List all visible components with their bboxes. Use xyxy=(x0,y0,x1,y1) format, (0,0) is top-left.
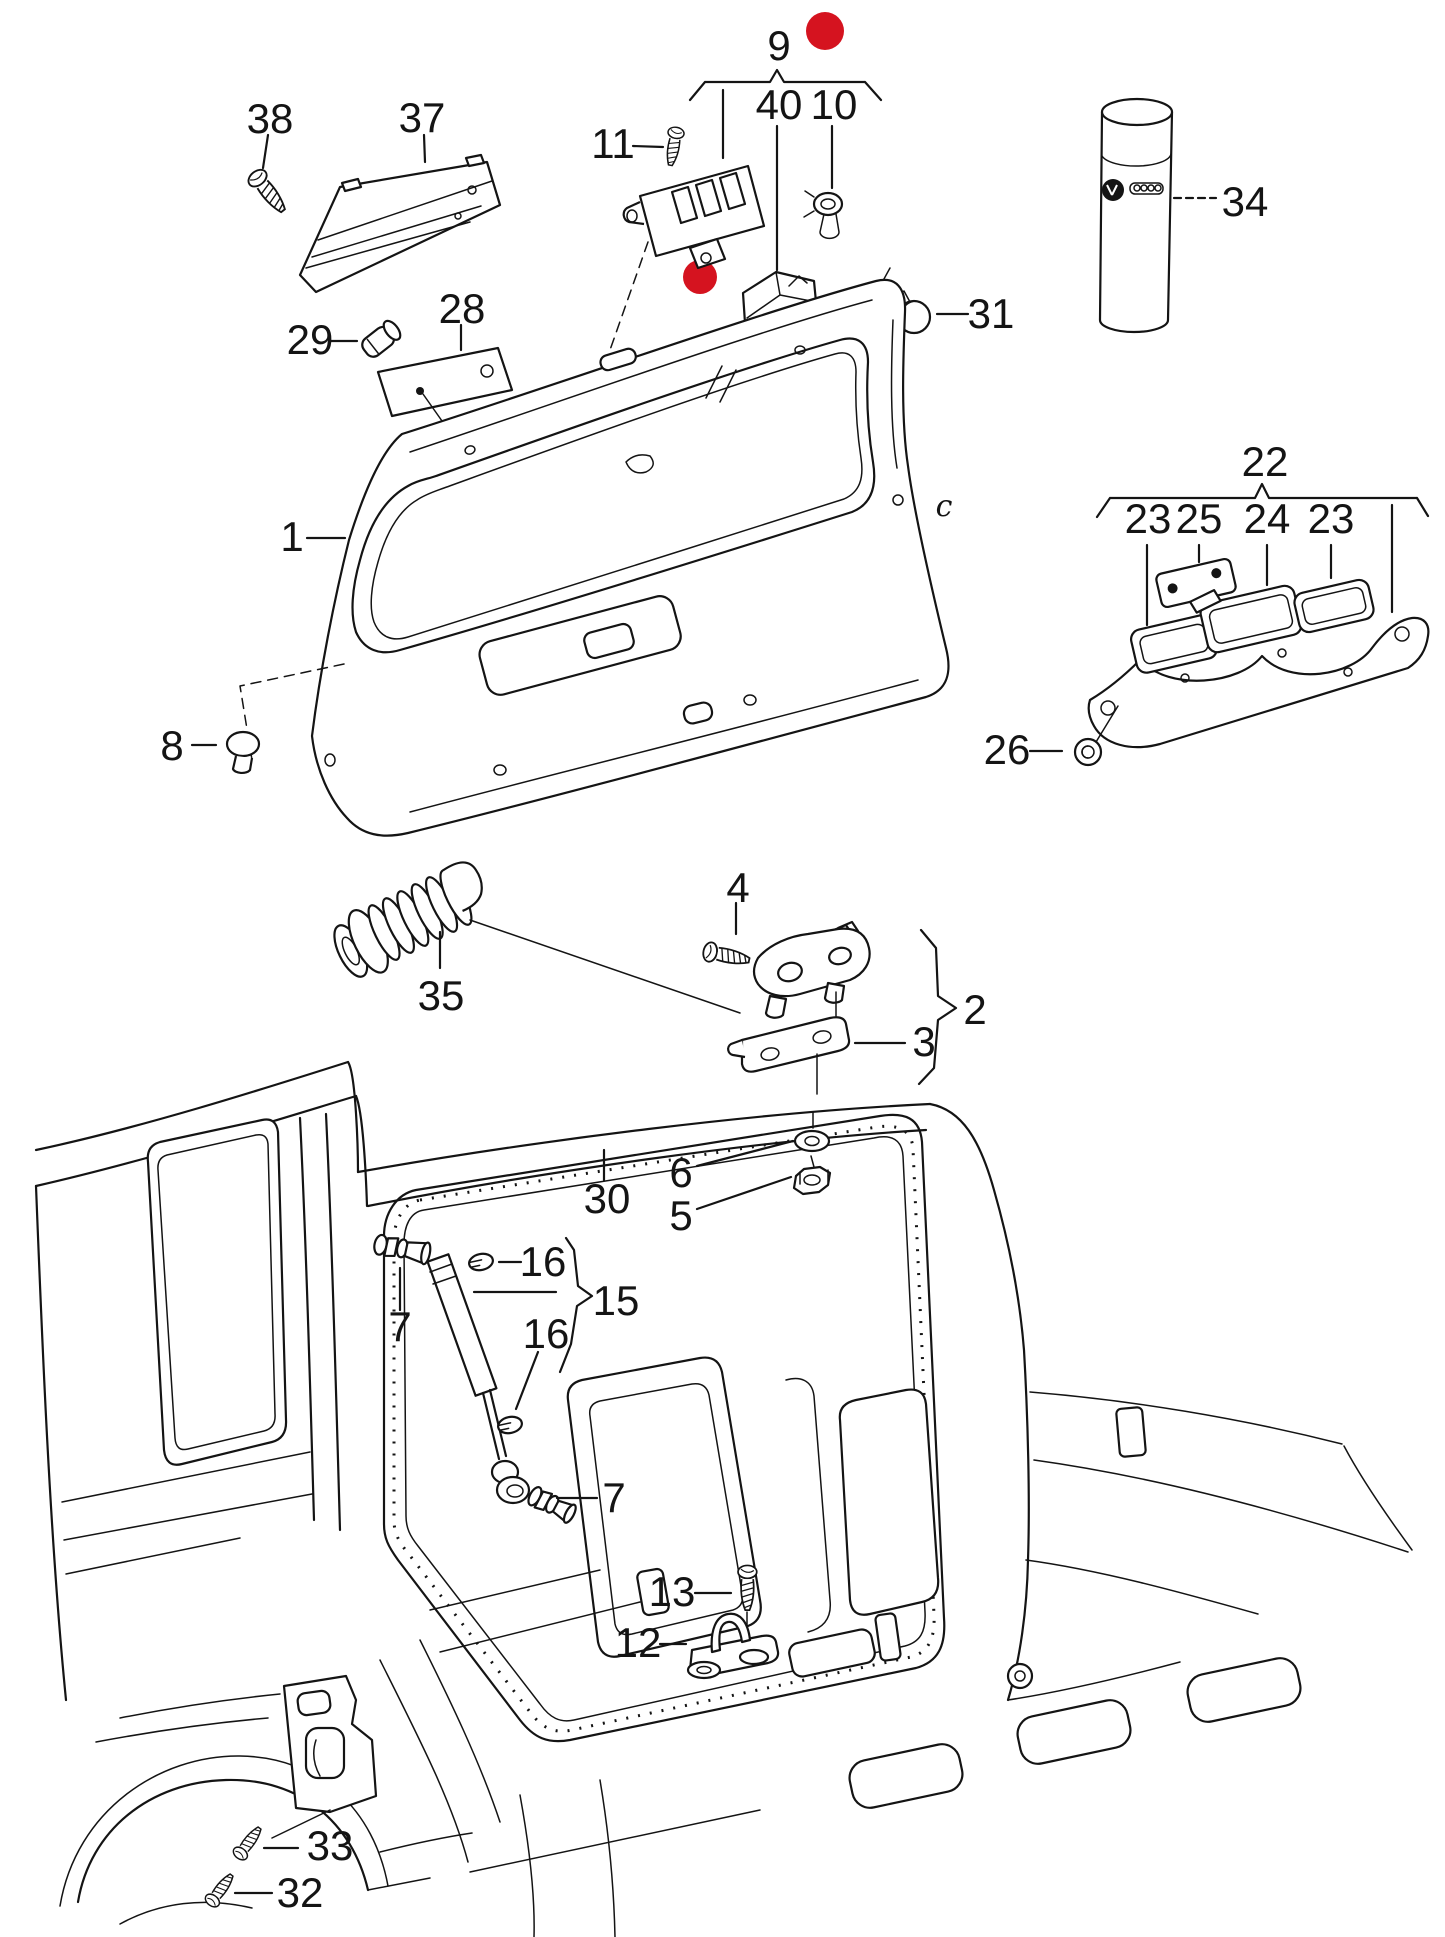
wiper-slot xyxy=(599,347,637,372)
brace-2 xyxy=(917,928,958,1086)
callout-35: 35 xyxy=(418,972,465,1019)
callout-23a: 23 xyxy=(1125,495,1172,542)
callout-10: 10 xyxy=(811,81,858,128)
part-38-screw xyxy=(244,165,292,218)
lower-left-corner xyxy=(95,1639,761,1937)
hinge-group xyxy=(469,919,871,1095)
callout-22: 22 xyxy=(1242,438,1289,485)
roof-rear-edge xyxy=(356,1102,932,1208)
lock-cylinder-hole xyxy=(682,701,714,725)
wheel-arch xyxy=(76,1778,370,1904)
callout-6: 6 xyxy=(669,1149,692,1196)
part-22-lamp-assembly xyxy=(1073,557,1430,767)
part-15-gas-strut-group xyxy=(373,1233,577,1524)
lamp-housing xyxy=(1087,616,1430,749)
callout-7b: 7 xyxy=(602,1474,625,1521)
callout-15: 15 xyxy=(593,1277,640,1324)
part-16-clip-lower xyxy=(497,1415,523,1435)
callout-leaders xyxy=(190,68,1430,1895)
red-marker-latch xyxy=(683,260,717,294)
part-33-screw xyxy=(230,1822,267,1864)
callout-7a: 7 xyxy=(388,1303,411,1350)
bracket-9 xyxy=(688,68,883,102)
callout-34: 34 xyxy=(1222,178,1269,225)
pillar-lines xyxy=(298,1112,342,1532)
callout-16b: 16 xyxy=(523,1310,570,1357)
callout-38: 38 xyxy=(247,95,294,142)
part-26-grommet xyxy=(1073,705,1119,767)
brace-15 xyxy=(558,1236,594,1374)
part-25-lamp-bracket xyxy=(1155,557,1237,614)
vw-logo-icon xyxy=(1102,179,1124,201)
callout-8: 8 xyxy=(160,722,183,769)
part-2-hinge-body xyxy=(752,927,871,998)
part-12-striker xyxy=(686,1612,780,1680)
callout-3: 3 xyxy=(912,1018,935,1065)
part-8-buffer-stud xyxy=(225,730,261,775)
callout-32: 32 xyxy=(277,1869,324,1916)
callout-28: 28 xyxy=(439,285,486,332)
callout-33: 33 xyxy=(307,1822,354,1869)
callout-26: 26 xyxy=(984,726,1031,773)
callout-31: 31 xyxy=(968,290,1015,337)
handle-recess xyxy=(583,622,635,660)
part-29-clip xyxy=(361,319,402,358)
callout-labels: 38 37 11 9 40 10 34 31 29 28 22 23 25 24… xyxy=(160,22,1354,1916)
callout-16a: 16 xyxy=(520,1238,567,1285)
lens-23-right xyxy=(1293,578,1375,634)
callout-40: 40 xyxy=(756,81,803,128)
right-body-side xyxy=(848,1102,1413,1809)
left-body-edge xyxy=(34,1184,68,1702)
part-10-clip xyxy=(803,190,844,240)
part-16-clip-upper xyxy=(468,1252,494,1272)
part-6-washer xyxy=(793,1111,831,1153)
callout-30: 30 xyxy=(584,1175,631,1222)
callout-23b: 23 xyxy=(1308,495,1355,542)
callout-29: 29 xyxy=(287,316,334,363)
part-7-ball-stud-lower xyxy=(527,1486,577,1524)
part-37-trim-panel xyxy=(298,153,502,294)
callout-37: 37 xyxy=(399,94,446,141)
aperture-interior xyxy=(429,1356,940,1678)
callout-24: 24 xyxy=(1244,495,1291,542)
part-34-lubricant-can xyxy=(1098,97,1174,334)
part-4-bolt xyxy=(700,940,752,971)
part-35-bellows xyxy=(333,861,483,978)
lock-body xyxy=(638,164,766,258)
callout-12: 12 xyxy=(615,1619,662,1666)
red-marker-top xyxy=(806,12,844,50)
figure-letter-c: c xyxy=(936,489,953,524)
callout-25: 25 xyxy=(1176,495,1223,542)
car-body xyxy=(34,1060,1413,1937)
callout-9: 9 xyxy=(767,22,790,69)
audi-rings-icon xyxy=(1129,182,1164,195)
callout-5: 5 xyxy=(669,1192,692,1239)
part-7-ball-stud-upper xyxy=(373,1233,432,1266)
strut-cylinder xyxy=(426,1253,498,1397)
tailgate-window-opening xyxy=(351,337,876,654)
callout-1: 1 xyxy=(280,513,303,560)
callout-2: 2 xyxy=(963,986,986,1033)
part-11-screw-lock-group xyxy=(609,125,766,351)
license-recess xyxy=(478,595,682,696)
callout-11: 11 xyxy=(591,120,635,167)
callout-13: 13 xyxy=(649,1568,696,1615)
side-window xyxy=(146,1118,288,1466)
part-3-bracket-plate xyxy=(740,1016,851,1073)
bracket-22 xyxy=(1095,482,1430,519)
callout-4: 4 xyxy=(726,864,749,911)
part-1-tailgate xyxy=(239,278,950,837)
part-5-nut xyxy=(792,1155,832,1196)
red-markers xyxy=(683,12,844,294)
